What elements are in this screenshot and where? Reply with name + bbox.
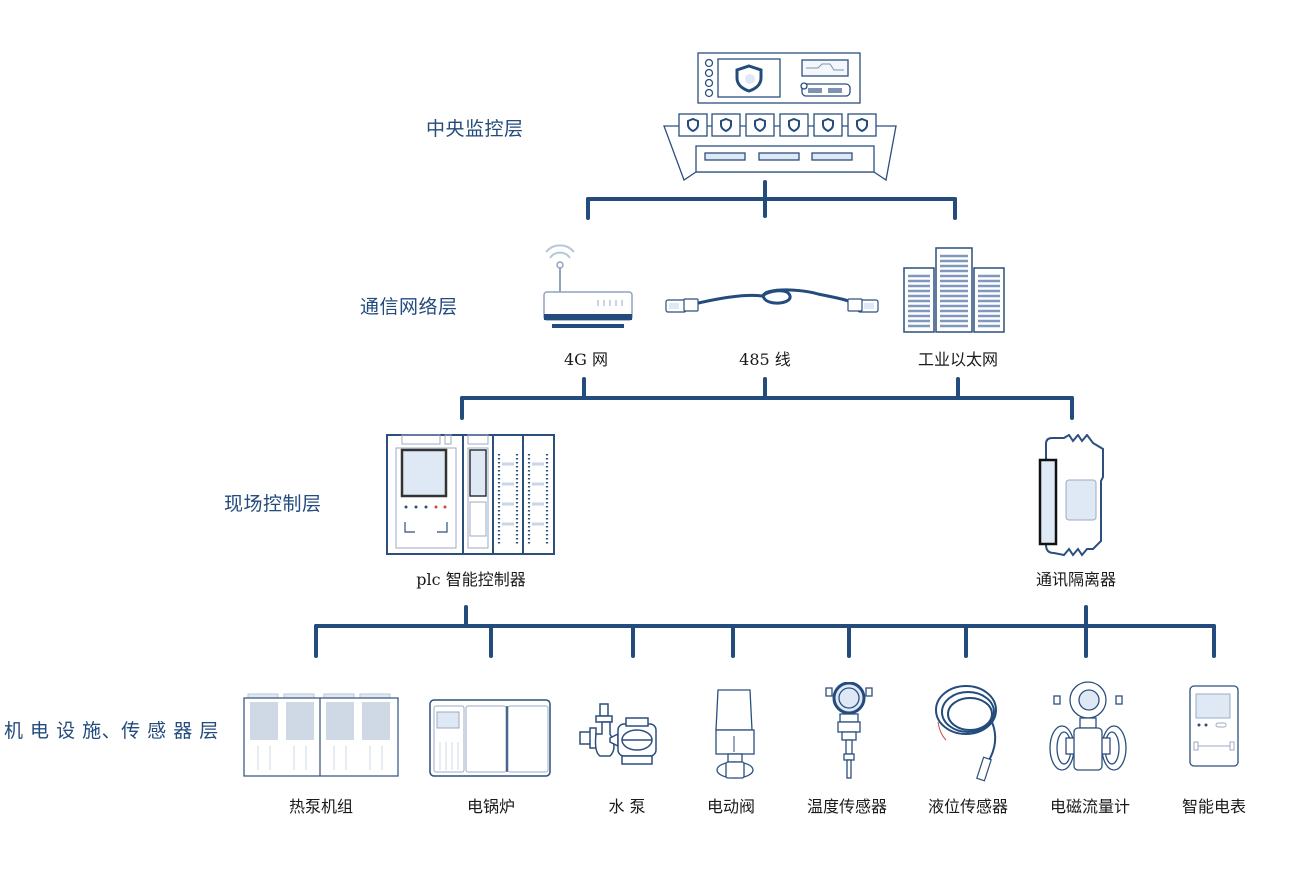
smart-meter-icon bbox=[1189, 685, 1239, 767]
device-label-level-sensor: 液位传感器 bbox=[927, 797, 1009, 816]
device-label-boiler: 电锅炉 bbox=[466, 797, 516, 816]
temperature-sensor-icon bbox=[825, 682, 873, 779]
device-label-flow-meter: 电磁流量计 bbox=[1049, 797, 1131, 816]
layer-label-central: 中央监控层 bbox=[426, 118, 524, 140]
device-label-plc: plc 智能控制器 bbox=[416, 570, 526, 589]
device-label-pump: 水 泵 bbox=[608, 797, 646, 816]
device-label-valve: 电动阀 bbox=[706, 797, 756, 816]
layer-label-field: 现场控制层 bbox=[224, 493, 322, 515]
layer-label-equipment: 机 电 设 施、传 感 器 层 bbox=[4, 720, 219, 742]
signal-isolator-icon bbox=[1038, 434, 1104, 557]
device-label-heat-pump: 热泵机组 bbox=[288, 797, 354, 816]
device-label-smart-meter: 智能电表 bbox=[1181, 797, 1247, 816]
plc-controller-icon bbox=[386, 434, 555, 555]
server-rack-icon bbox=[903, 247, 1005, 333]
control-room-console-icon bbox=[663, 52, 897, 182]
device-label-temp-sensor: 温度传感器 bbox=[806, 797, 888, 816]
heat-pump-icon bbox=[243, 693, 399, 777]
device-label-4g: 4G 网 bbox=[563, 350, 609, 369]
router-icon bbox=[543, 244, 633, 328]
electric-boiler-icon bbox=[429, 699, 551, 777]
water-pump-icon bbox=[579, 703, 657, 765]
cable-icon bbox=[665, 288, 879, 313]
level-sensor-icon bbox=[935, 685, 997, 782]
electric-valve-icon bbox=[715, 689, 755, 779]
layer-label-network: 通信网络层 bbox=[360, 296, 458, 318]
device-label-ethernet: 工业以太网 bbox=[917, 350, 999, 369]
flow-meter-icon bbox=[1049, 681, 1127, 771]
device-label-isolator: 通讯隔离器 bbox=[1035, 570, 1117, 589]
device-label-485: 485 线 bbox=[739, 350, 791, 369]
